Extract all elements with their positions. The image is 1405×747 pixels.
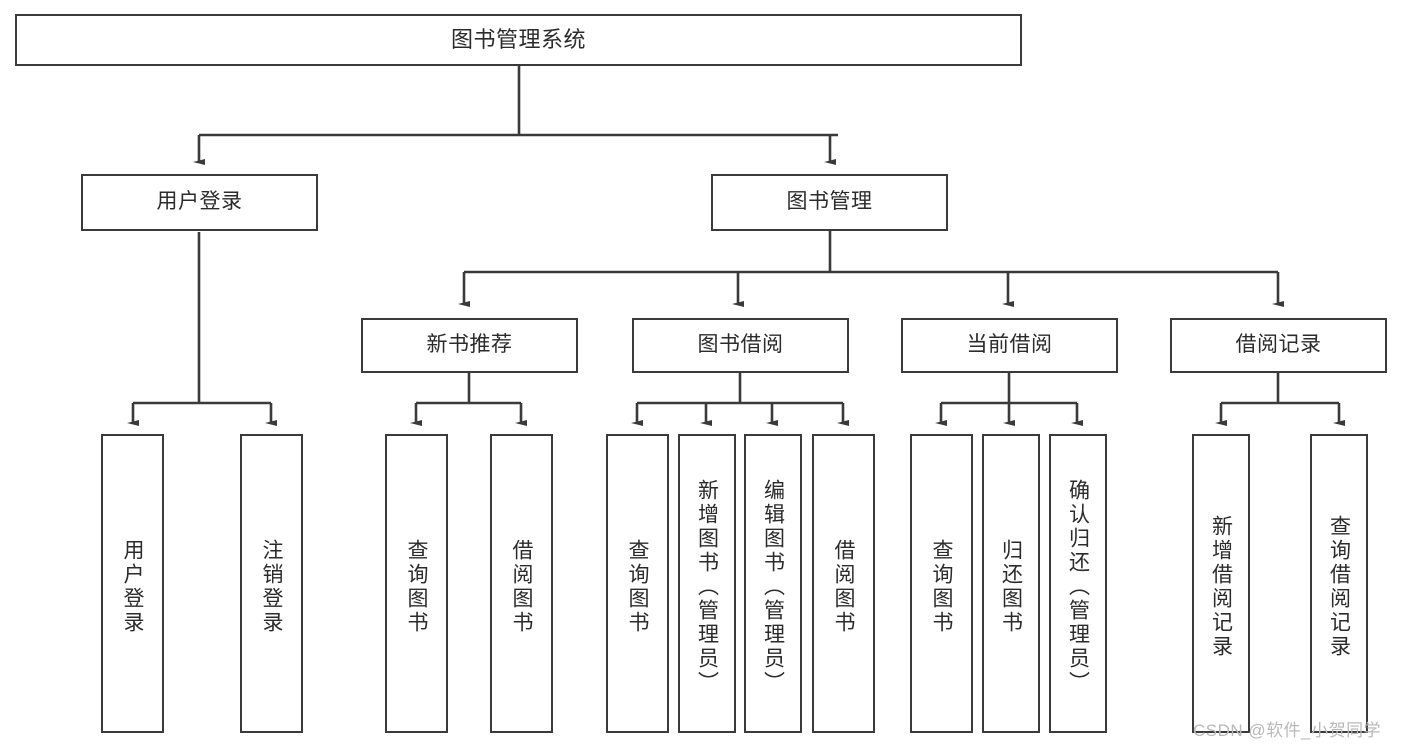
leaf-book-borrow-borrow-book[interactable]: 借阅图书 bbox=[812, 434, 875, 733]
leaf-label: 借阅图书 bbox=[510, 538, 533, 635]
leaf-label: 编辑图书（管理员） bbox=[761, 478, 785, 695]
leaf-book-borrow-add-book-admin[interactable]: 新增图书（管理员） bbox=[678, 434, 736, 733]
leaf-label: 注销登录 bbox=[260, 538, 283, 635]
leaf-user-login-login[interactable]: 用户登录 bbox=[101, 434, 164, 733]
csdn-watermark: CSDN @软件_小贺同学 bbox=[1193, 721, 1382, 740]
node-new-book-recommendation[interactable]: 新书推荐 bbox=[361, 318, 578, 373]
leaf-label: 查询图书 bbox=[930, 538, 953, 635]
leaf-borrow-record-query-record[interactable]: 查询借阅记录 bbox=[1310, 434, 1368, 733]
leaf-book-borrow-query-book[interactable]: 查询图书 bbox=[606, 434, 669, 733]
leaf-label: 借阅图书 bbox=[832, 538, 855, 635]
leaf-current-borrow-confirm-return-admin[interactable]: 确认归还（管理员） bbox=[1049, 434, 1107, 733]
leaf-label: 确认归还（管理员） bbox=[1066, 478, 1090, 695]
leaf-label: 用户登录 bbox=[121, 538, 144, 635]
leaf-label: 新增借阅记录 bbox=[1209, 514, 1233, 659]
leaf-label: 查询借阅记录 bbox=[1327, 514, 1351, 659]
leaf-label: 查询图书 bbox=[626, 538, 649, 635]
leaf-label: 查询图书 bbox=[405, 538, 428, 635]
leaf-current-borrow-query-book[interactable]: 查询图书 bbox=[910, 434, 973, 733]
node-book-borrowing[interactable]: 图书借阅 bbox=[632, 318, 849, 373]
leaf-label: 归还图书 bbox=[999, 538, 1023, 635]
leaf-new-book-query-book[interactable]: 查询图书 bbox=[385, 434, 448, 733]
leaf-current-borrow-return-book[interactable]: 归还图书 bbox=[982, 434, 1040, 733]
leaf-label: 新增图书（管理员） bbox=[695, 478, 719, 695]
leaf-user-login-logout[interactable]: 注销登录 bbox=[240, 434, 303, 733]
leaf-book-borrow-edit-book-admin[interactable]: 编辑图书（管理员） bbox=[744, 434, 802, 733]
node-book-management[interactable]: 图书管理 bbox=[711, 174, 948, 231]
node-borrowing-record[interactable]: 借阅记录 bbox=[1170, 318, 1387, 373]
node-root-book-management-system[interactable]: 图书管理系统 bbox=[15, 14, 1022, 66]
leaf-new-book-borrow-book[interactable]: 借阅图书 bbox=[490, 434, 553, 733]
node-current-borrowing[interactable]: 当前借阅 bbox=[901, 318, 1118, 373]
leaf-borrow-record-add-record[interactable]: 新增借阅记录 bbox=[1192, 434, 1250, 733]
node-user-login[interactable]: 用户登录 bbox=[81, 174, 318, 231]
